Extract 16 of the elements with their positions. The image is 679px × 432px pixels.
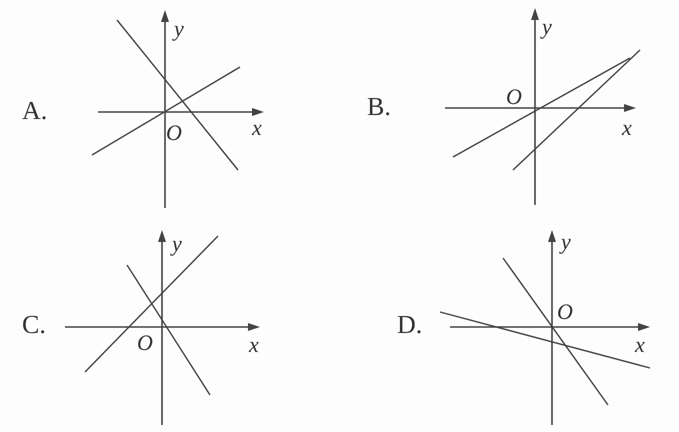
origin-label: O xyxy=(557,301,573,323)
axis-label: y xyxy=(542,16,552,38)
option-letter: C. xyxy=(22,312,46,338)
origin-label: O xyxy=(166,122,182,144)
axis-label: y xyxy=(174,18,184,40)
axis-label: x xyxy=(635,334,645,356)
axis-label: y xyxy=(561,231,571,253)
option-letter: D. xyxy=(397,312,422,338)
axis-label: y xyxy=(172,233,182,255)
axis-label: x xyxy=(622,117,632,139)
axis-label: x xyxy=(252,117,262,139)
option-letter: B. xyxy=(367,94,391,120)
origin-label: O xyxy=(137,332,153,354)
option-letter: A. xyxy=(22,98,48,124)
origin-label: O xyxy=(506,86,522,108)
axis-label: x xyxy=(249,334,259,356)
